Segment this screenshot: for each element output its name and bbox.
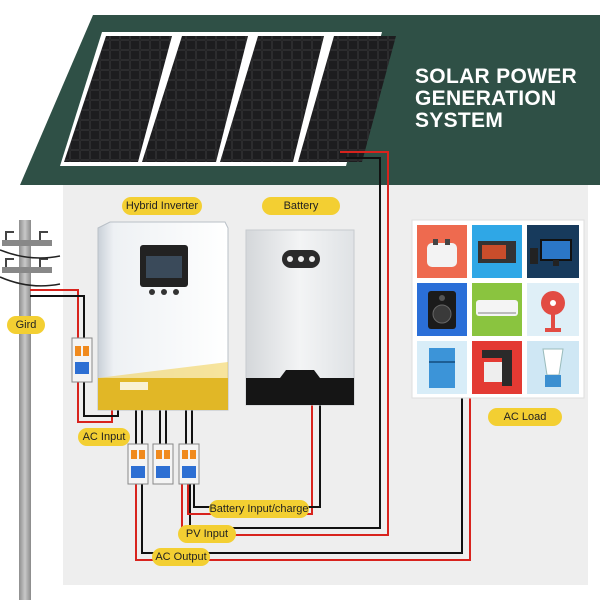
air-conditioner-icon	[472, 283, 522, 336]
battery-unit	[245, 229, 355, 406]
speaker-icon	[417, 283, 467, 336]
label-hybrid-inverter: Hybrid Inverter	[122, 197, 202, 215]
label-battery: Battery	[262, 197, 340, 215]
coffee-maker-icon	[472, 341, 522, 394]
blender-icon	[527, 341, 579, 394]
label-grid: Gird	[7, 316, 45, 334]
wiring	[30, 151, 471, 561]
diagram-title: SOLAR POWER GENERATION SYSTEM	[415, 66, 577, 132]
label-pv-input: PV Input	[178, 525, 236, 543]
title-line-3: SYSTEM	[415, 109, 504, 132]
circuit-breaker-icon	[71, 337, 200, 485]
hybrid-inverter	[97, 221, 229, 411]
label-ac-output: AC Output	[152, 548, 210, 566]
microwave-icon	[472, 225, 522, 278]
toaster-icon	[417, 225, 467, 278]
label-battery-input: Battery Input/charge	[209, 500, 309, 518]
utility-pole-icon	[0, 220, 61, 600]
solar-panel-icon	[64, 36, 396, 162]
fan-icon	[527, 283, 579, 336]
label-ac-load: AC Load	[488, 408, 562, 426]
title-line-2: GENERATION	[415, 87, 557, 110]
monitor-icon	[527, 225, 579, 278]
title-line-1: SOLAR POWER	[415, 65, 577, 88]
ac-load-panel	[411, 219, 585, 399]
solar-panel-array	[60, 32, 396, 166]
refrigerator-icon	[417, 341, 467, 394]
label-ac-input: AC Input	[78, 428, 130, 446]
